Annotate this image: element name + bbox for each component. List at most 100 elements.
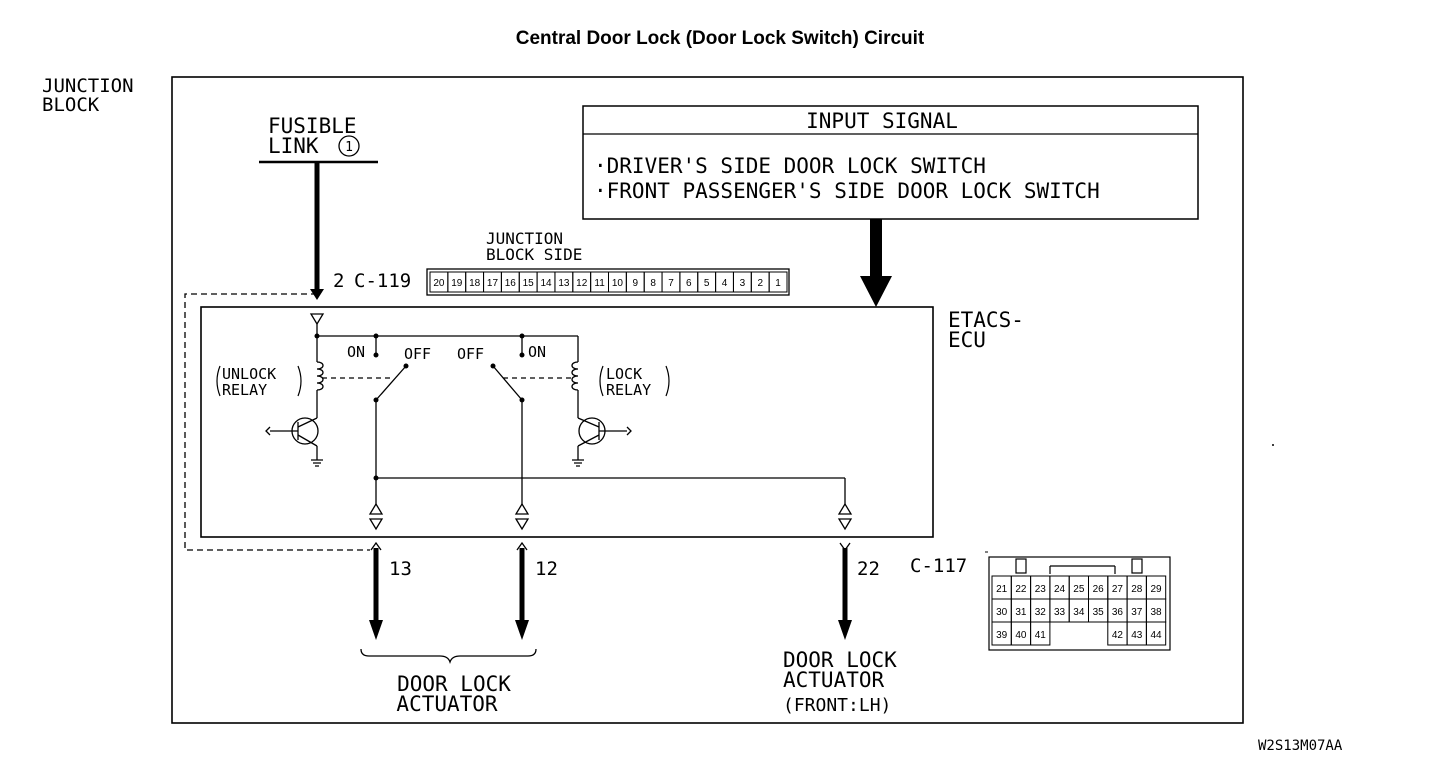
c119-label: C-119 bbox=[354, 270, 411, 292]
input-signal-box bbox=[582, 105, 1199, 220]
c119-pin-number: 19 bbox=[451, 278, 463, 289]
etacs-ecu-label-2: ECU bbox=[948, 328, 986, 352]
c117-label: C-117 bbox=[910, 555, 967, 577]
c117-pin-number: 27 bbox=[1112, 584, 1124, 595]
c117-pin-number: 39 bbox=[996, 630, 1008, 641]
input-signal-arrow bbox=[860, 276, 892, 307]
t12-entry bbox=[516, 541, 528, 551]
fusible-link-label: FUSIBLE bbox=[268, 114, 357, 138]
c119-pin-cell bbox=[768, 271, 788, 293]
c117-pin-number: 32 bbox=[1035, 607, 1047, 618]
c117-pin-number: 34 bbox=[1073, 607, 1085, 618]
c119-pin-number: 18 bbox=[469, 278, 481, 289]
transistor-emitter bbox=[577, 434, 600, 447]
c117-pin-cell bbox=[1145, 621, 1167, 646]
contact-dot bbox=[373, 352, 379, 358]
c117-pin-number: 29 bbox=[1150, 584, 1162, 595]
transistor-collector bbox=[577, 417, 600, 428]
c117-pin-number: 44 bbox=[1150, 630, 1162, 641]
c119-pin-number: 9 bbox=[632, 278, 638, 289]
c119-pin-number: 17 bbox=[487, 278, 499, 289]
c117-pin-number: 36 bbox=[1112, 607, 1124, 618]
c117-pin-number: 31 bbox=[1015, 607, 1027, 618]
contact-dot bbox=[519, 352, 525, 358]
c119-side-label: JUNCTION bbox=[486, 229, 563, 248]
t13-entry bbox=[370, 541, 382, 551]
c117-pin-cell bbox=[1030, 621, 1051, 646]
t13-arrow bbox=[369, 620, 383, 640]
lock-relay-paren bbox=[599, 365, 604, 397]
unlock-relay-label-2: RELAY bbox=[222, 381, 267, 399]
junction-block-frame bbox=[171, 76, 1244, 724]
unlock-relay-label: UNLOCK bbox=[222, 365, 276, 383]
etacs-ecu-box bbox=[200, 306, 934, 538]
actuator-brace bbox=[360, 648, 537, 665]
unlock-off-label: OFF bbox=[404, 345, 431, 363]
transistor-input-mark bbox=[626, 426, 632, 436]
c119-pin-number: 5 bbox=[704, 278, 710, 289]
speck bbox=[1272, 444, 1274, 446]
unlock-relay-coil bbox=[316, 361, 324, 391]
terminal-13-symbol bbox=[368, 502, 384, 531]
lock-off-label: OFF bbox=[457, 345, 484, 363]
c119-pin-number: 10 bbox=[612, 278, 624, 289]
c117-pin-number: 23 bbox=[1035, 584, 1047, 595]
fusible-link-label-2: LINK bbox=[268, 134, 319, 158]
fusible-link-number: 1 bbox=[345, 140, 353, 155]
c117-pin-number: 38 bbox=[1150, 607, 1162, 618]
terminal-12-symbol bbox=[514, 502, 530, 531]
c119-pin-number: 6 bbox=[686, 278, 692, 289]
c119-pin-number: 13 bbox=[558, 278, 570, 289]
c119-pin-number: 12 bbox=[576, 278, 588, 289]
c119-pin-number: 1 bbox=[775, 278, 781, 289]
front-lh-actuator-label: DOOR LOCK bbox=[783, 648, 897, 672]
junction-dot bbox=[373, 475, 379, 481]
junction-block-label: JUNCTION bbox=[42, 75, 134, 97]
etacs-ecu-label: ETACS- bbox=[948, 308, 1024, 332]
lock-relay-coil bbox=[571, 361, 579, 391]
c119-pin-number: 7 bbox=[668, 278, 674, 289]
c117-connector bbox=[985, 551, 1171, 651]
transistor-input-mark bbox=[265, 426, 271, 436]
transistor-emitter bbox=[297, 434, 318, 447]
input-signal-item-2: ·FRONT PASSENGER'S SIDE DOOR LOCK SWITCH bbox=[594, 179, 1100, 203]
c117-pin-number: 43 bbox=[1131, 630, 1143, 641]
junction-dashed-path bbox=[184, 293, 370, 551]
c119-pin-number: 2 bbox=[757, 278, 763, 289]
c117-pin-number: 40 bbox=[1015, 630, 1027, 641]
lock-relay-label-2: RELAY bbox=[606, 381, 651, 399]
front-lh-actuator-label-3: (FRONT:LH) bbox=[783, 695, 891, 716]
ground-icon bbox=[311, 459, 323, 467]
c119-pin-number: 15 bbox=[523, 278, 535, 289]
ecu-input-terminal bbox=[309, 313, 325, 326]
lock-on-label: ON bbox=[528, 343, 546, 361]
input-signal-header: INPUT SIGNAL bbox=[806, 109, 958, 133]
c117-pin-number: 26 bbox=[1093, 584, 1105, 595]
c119-connector bbox=[426, 268, 790, 296]
terminal-12: 12 bbox=[535, 558, 558, 580]
terminal-22-symbol bbox=[837, 502, 853, 531]
lock-relay-label: LOCK bbox=[606, 365, 642, 383]
door-lock-actuator-label-2: ACTUATOR bbox=[396, 692, 498, 716]
t12-arrow bbox=[515, 620, 529, 640]
c117-pin-number: 33 bbox=[1054, 607, 1066, 618]
fusible-link-number-circle bbox=[338, 135, 360, 157]
front-lh-actuator-label-2: ACTUATOR bbox=[783, 668, 885, 692]
input-signal-item-1: ·DRIVER'S SIDE DOOR LOCK SWITCH bbox=[594, 154, 986, 178]
terminal-13: 13 bbox=[389, 558, 412, 580]
ground-icon bbox=[572, 459, 584, 467]
t22-arrow bbox=[838, 620, 852, 640]
lock-relay-paren-2 bbox=[665, 365, 670, 397]
c119-pin-number: 8 bbox=[650, 278, 656, 289]
unlock-relay-paren-2 bbox=[297, 365, 302, 397]
c117-pin-number: 25 bbox=[1073, 584, 1085, 595]
c117-pin-number: 42 bbox=[1112, 630, 1124, 641]
c117-pin-number: 30 bbox=[996, 607, 1008, 618]
figure-code: W2S13M07AA bbox=[1258, 738, 1343, 754]
diagram-title: Central Door Lock (Door Lock Switch) Cir… bbox=[516, 28, 925, 49]
c119-pin-number: 20 bbox=[433, 278, 445, 289]
terminal-22: 22 bbox=[857, 558, 880, 580]
